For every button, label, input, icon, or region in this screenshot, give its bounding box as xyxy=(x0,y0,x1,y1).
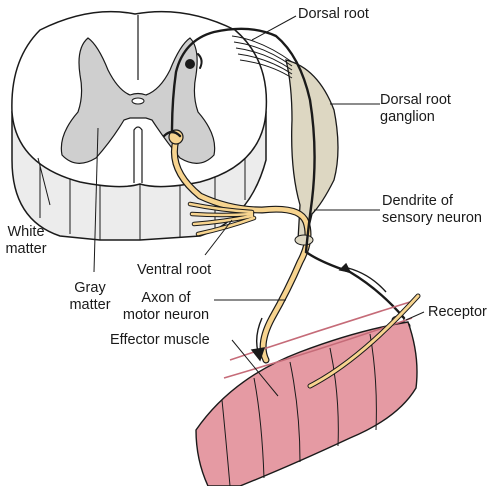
impulse-arrows xyxy=(250,262,387,362)
ventral-root-label: Ventral root xyxy=(137,262,212,278)
white-matter-label: White matter xyxy=(4,224,48,258)
dendrite-label: Dendrite of sensory neuron xyxy=(382,193,482,227)
gray-matter-label-line2: matter xyxy=(69,297,111,313)
dorsal-root-ganglion xyxy=(285,59,339,241)
dendrite-label-line1: Dendrite of xyxy=(382,193,453,209)
axon-label: Axon of motor neuron xyxy=(118,290,214,324)
dorsal-root xyxy=(231,35,293,79)
dendrite-label-line2: sensory neuron xyxy=(382,210,482,226)
dorsal-root-label: Dorsal root xyxy=(298,6,369,22)
gray-matter-label-line1: Gray xyxy=(74,280,106,296)
gray-matter-label: Gray matter xyxy=(64,280,116,314)
leader-lines xyxy=(37,15,425,397)
axon-label-line1: Axon of xyxy=(141,290,191,306)
white-matter-label-line2: matter xyxy=(5,241,47,257)
effector-muscle-label: Effector muscle xyxy=(110,332,210,348)
white-matter-label-line1: White xyxy=(7,224,45,240)
dorsal-root-ganglion-label-line2: ganglion xyxy=(380,109,435,125)
receptor-label: Receptor xyxy=(428,304,487,320)
axon-label-line2: motor neuron xyxy=(122,307,210,323)
dorsal-root-ganglion-label: Dorsal root ganglion xyxy=(380,92,451,126)
dorsal-root-ganglion-label-line1: Dorsal root xyxy=(380,92,451,108)
effector-muscle xyxy=(195,293,421,486)
